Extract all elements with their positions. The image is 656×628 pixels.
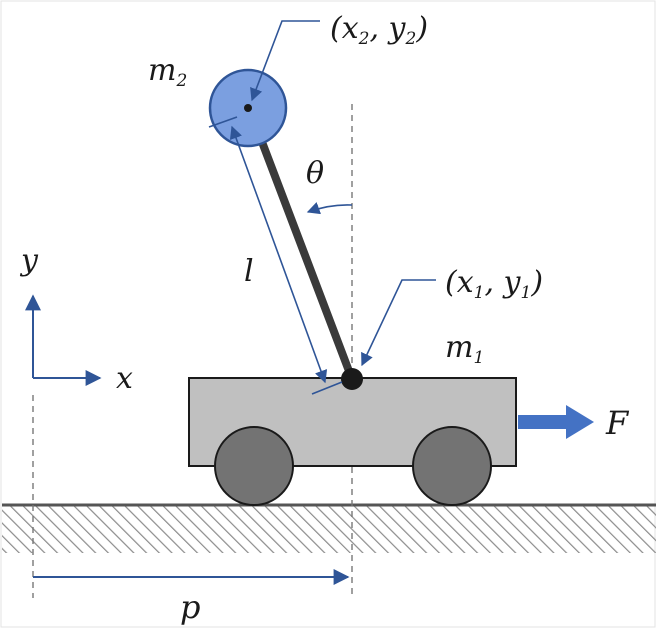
bob-center-dot [244,104,252,112]
pivot-joint [341,368,363,390]
cart [188,377,517,506]
label-force: F [605,404,630,442]
leader-point-2 [250,20,320,102]
force-arrow [518,405,594,439]
wheel-left [214,426,294,506]
label-point-1: (x1, y1) [445,265,543,303]
label-angle: θ [306,156,324,191]
label-axis-x: x [116,361,133,396]
label-position: p [180,588,200,626]
coordinate-axes [25,294,102,386]
length-dimension [208,116,343,395]
label-mass-cart: m1 [445,330,484,368]
label-axis-y: y [19,243,39,278]
leader-point-1 [361,279,436,367]
ground [2,503,656,553]
wheel-right [412,426,492,506]
label-point-2: (x2, y2) [330,11,428,49]
pendulum-rod [247,109,356,383]
theta-arc [306,202,353,215]
label-length: l [244,254,254,289]
label-mass-pendulum: m2 [148,53,187,91]
